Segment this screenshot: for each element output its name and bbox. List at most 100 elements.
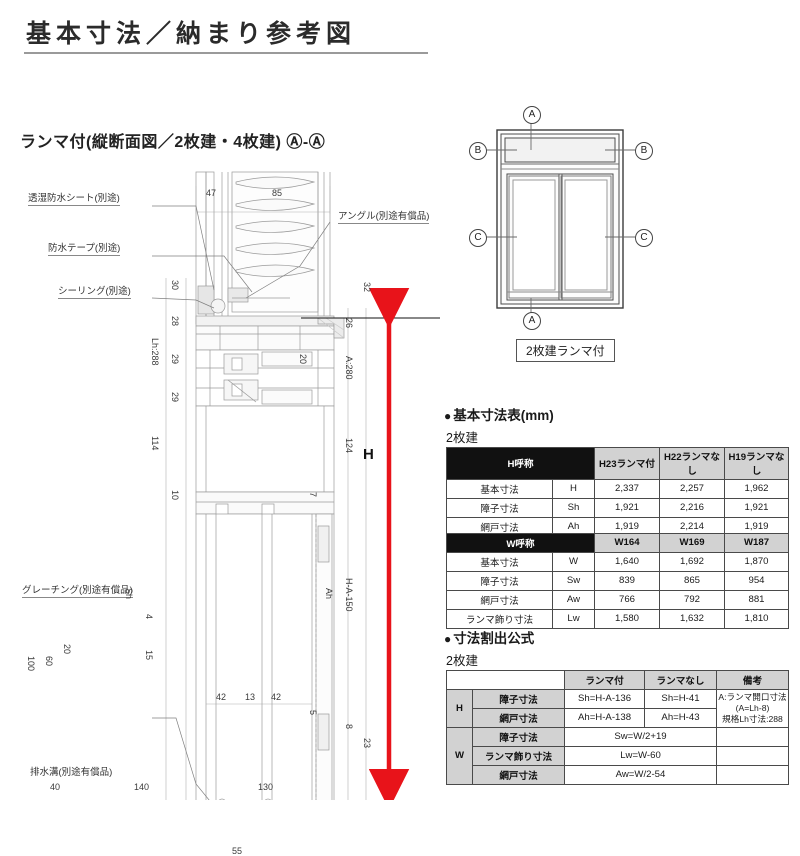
- formula-table: ランマ付 ランマなし 備考 H 障子寸法 Sh=H-A-136 Sh=H-41 …: [446, 670, 789, 785]
- w-row3-name: ランマ飾り寸法: [446, 609, 553, 629]
- callout-grating: グレーチング(別途有償品): [22, 585, 133, 599]
- w-row3-val1: 1,632: [659, 609, 725, 629]
- formula-h-group-label: H: [446, 689, 473, 728]
- table-row: H 障子寸法 Sh=H-A-136 Sh=H-41 A:ランマ開口寸法 (A=L…: [446, 689, 789, 728]
- w-row1-val2: 954: [724, 571, 789, 591]
- dim-overall-H: H: [363, 446, 374, 463]
- dim-left-29b: 29: [170, 392, 180, 403]
- table-row-header: W呼称 W164 W169 W187: [446, 533, 789, 553]
- page-title: 基本寸法／納まり参考図: [26, 20, 357, 48]
- w-row3-val2: 1,810: [724, 609, 789, 629]
- elevation-diagram: A A B B C C: [455, 106, 685, 367]
- dim-bottom-40: 40: [50, 782, 61, 792]
- formula-h-row1-without: Ah=H-43: [644, 708, 717, 728]
- h-row0-name: 基本寸法: [446, 479, 553, 499]
- table-row: 障子寸法 Sw 839 865 954: [446, 571, 789, 591]
- h-row0-symbol: H: [552, 479, 595, 499]
- dim-right-7: 7: [308, 492, 318, 498]
- w-row1-val1: 865: [659, 571, 725, 591]
- callout-drain: 排水溝(別途有償品): [30, 767, 113, 778]
- dim-left-28: 28: [170, 316, 180, 327]
- dim-floor-15: 15: [144, 650, 154, 661]
- elevation-svg: [485, 122, 635, 316]
- h-header-label: H呼称: [446, 447, 595, 480]
- formula-table-subtitle: 2枚建: [446, 654, 478, 668]
- dim-left-30: 30: [170, 280, 180, 291]
- w-col-0: W164: [594, 533, 660, 553]
- dim-left-lh: Lh:288: [150, 338, 160, 366]
- w-row2-val2: 881: [724, 590, 789, 610]
- formula-w-row2-name: 網戸寸法: [472, 765, 565, 785]
- elevation-mark-a-bottom: A: [523, 312, 541, 330]
- dim-mid-13: 13: [245, 692, 256, 702]
- formula-w-row1-remark: [716, 746, 789, 766]
- formula-remark-cell: A:ランマ開口寸法 (A=Lh-8) 規格Lh寸法:288: [716, 689, 789, 728]
- dim-mid-20: 20: [298, 354, 308, 365]
- h-row0-val1: 2,257: [659, 479, 725, 499]
- callout-angle: アングル(別途有償品): [338, 211, 430, 225]
- formula-table-title: 寸法割出公式: [444, 627, 534, 647]
- formula-w-row2-formula: Aw=W/2-54: [564, 765, 717, 785]
- callout-waterproof-tape: 防水テープ(別途): [48, 243, 121, 257]
- w-row0-symbol: W: [552, 552, 595, 572]
- section-drawing: 透湿防水シート(別途) 防水テープ(別途) シーリング(別途) アングル(別途有…: [0, 158, 440, 856]
- formula-w-row2-remark: [716, 765, 789, 785]
- h-col-1: H22ランマなし: [659, 447, 725, 480]
- formula-col-with: ランマ付: [564, 670, 645, 690]
- dim-right-32: 32: [362, 282, 372, 293]
- table-row: ランマ飾り寸法 Lw 1,580 1,632 1,810: [446, 609, 789, 629]
- formula-remark-line3: 規格Lh寸法:288: [722, 713, 783, 724]
- formula-h-row0-without: Sh=H-41: [644, 689, 717, 709]
- dim-mid-55: 55: [232, 846, 243, 856]
- w-row2-val1: 792: [659, 590, 725, 610]
- table-row: 基本寸法 W 1,640 1,692 1,870: [446, 552, 789, 572]
- dim-bottom-130: 130: [258, 782, 274, 792]
- h-row1-val2: 1,921: [724, 498, 789, 518]
- page-root: 基本寸法／納まり参考図 ランマ付(縦断面図／2枚建・4枚建) Ⓐ-Ⓐ: [0, 0, 800, 800]
- w-dimension-table: W呼称 W164 W169 W187 基本寸法 W 1,640 1,692 1,…: [446, 533, 789, 629]
- elevation-caption: 2枚建ランマ付: [516, 339, 615, 362]
- dim-left-114: 114: [150, 436, 160, 451]
- table-row: ランマ飾り寸法 Lw=W-60: [447, 746, 789, 766]
- formula-h-row1-name: 網戸寸法: [472, 708, 565, 728]
- callout-waterproof-sheet: 透湿防水シート(別途): [28, 193, 120, 207]
- h-row2-name: 網戸寸法: [446, 517, 553, 537]
- formula-w-row0-name: 障子寸法: [472, 727, 565, 747]
- dim-top-47: 47: [206, 188, 217, 198]
- h-row1-name: 障子寸法: [446, 498, 553, 518]
- w-row1-val0: 839: [594, 571, 660, 591]
- table-row: 基本寸法 H 2,337 2,257 1,962: [446, 479, 789, 499]
- dim-mid-42b: 42: [271, 692, 282, 702]
- title-divider: [24, 52, 428, 54]
- basic-table-title: 基本寸法表(mm): [444, 404, 554, 424]
- table-row: 障子寸法 Sh 1,921 2,216 1,921: [446, 498, 789, 518]
- w-row0-name: 基本寸法: [446, 552, 553, 572]
- h-col-2: H19ランマなし: [724, 447, 789, 480]
- formula-w-group-label: W: [446, 727, 473, 785]
- callout-sealing: シーリング(別途): [58, 286, 131, 300]
- h-row1-val1: 2,216: [659, 498, 725, 518]
- w-col-1: W169: [659, 533, 725, 553]
- dim-right-ah: Ah: [324, 588, 334, 600]
- formula-h-row0-name: 障子寸法: [472, 689, 565, 709]
- dim-right-ha150: H-A-150: [344, 578, 354, 612]
- dim-right-8: 8: [344, 724, 354, 730]
- elevation-mark-c-left: C: [469, 229, 487, 247]
- dim-floor-4: 4: [144, 614, 154, 620]
- dim-right-5: 5: [308, 710, 318, 716]
- dim-floor-20: 20: [62, 644, 72, 655]
- dim-floor-60: 60: [44, 656, 54, 667]
- dim-left-29a: 29: [170, 354, 180, 365]
- dim-right-26: 26: [344, 318, 354, 329]
- formula-header-blank: [446, 670, 565, 690]
- table-row-header: ランマ付 ランマなし 備考: [446, 670, 789, 690]
- elevation-mark-a-top: A: [523, 106, 541, 124]
- section-drawing-svg: [151, 171, 440, 800]
- table-row: 網戸寸法 Aw 766 792 881: [446, 590, 789, 610]
- w-header-label: W呼称: [446, 533, 595, 553]
- dim-floor-100: 100: [26, 656, 36, 672]
- basic-table-subtitle: 2枚建: [446, 431, 478, 445]
- h-row1-symbol: Sh: [552, 498, 595, 518]
- h-row1-val0: 1,921: [594, 498, 660, 518]
- w-row0-val2: 1,870: [724, 552, 789, 572]
